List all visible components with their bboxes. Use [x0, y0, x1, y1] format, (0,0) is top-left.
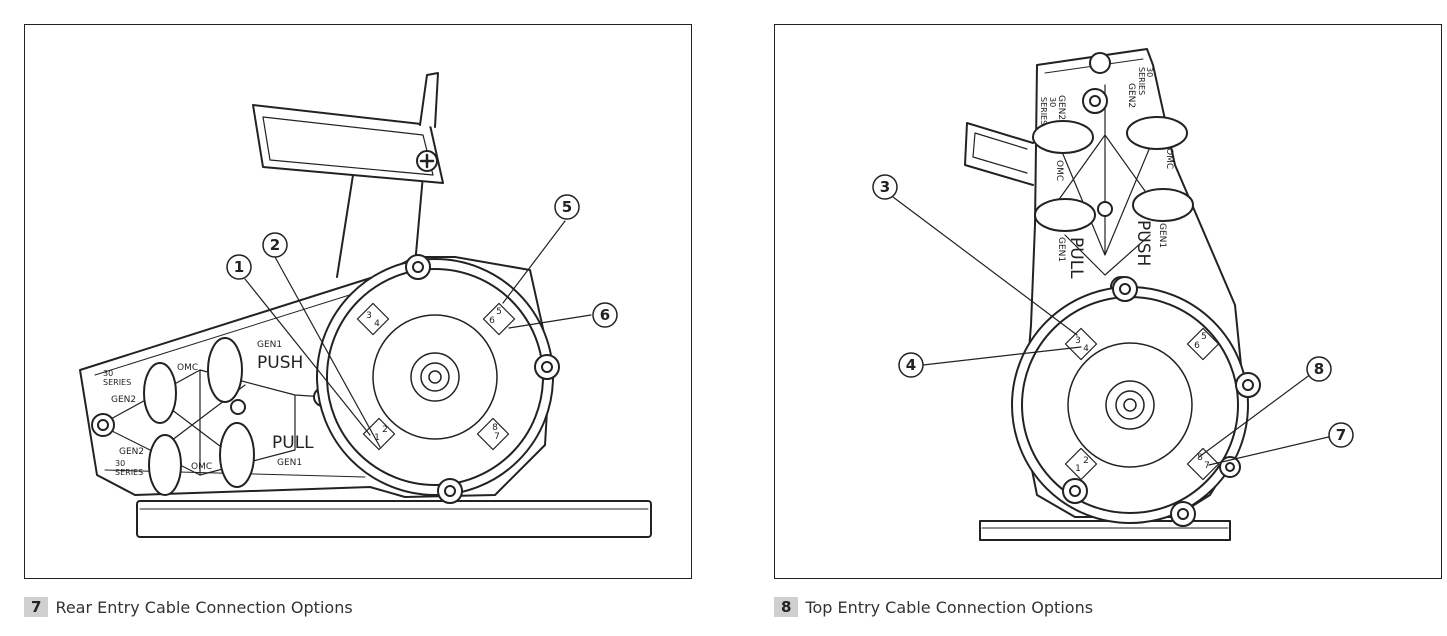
series-left-label: SERIES [1039, 97, 1048, 125]
port-5: 5 [1201, 332, 1207, 342]
rear-entry-diagram: 1 2 5 6 PUSH PULL GEN1 GEN1 GEN2 GEN2 OM… [79, 72, 652, 538]
figure-number: 7 [24, 597, 49, 617]
series30-top-label: 30 [103, 369, 113, 378]
port-3: 3 [1075, 336, 1081, 346]
callout-1: 1 [234, 258, 244, 276]
port-6: 6 [1194, 341, 1200, 351]
handle-grip [252, 104, 444, 184]
port-6: 6 [489, 316, 495, 326]
omc-left-label: OMC [1054, 160, 1064, 181]
port-2: 2 [382, 425, 388, 435]
cable-drum [1011, 286, 1249, 524]
gen2-right-label: GEN2 [1126, 83, 1136, 108]
figure-8-panel: 3 4 7 8 PULL PUSH GEN1 GEN1 GEN2 GEN2 OM… [774, 24, 1442, 579]
series-top-label: SERIES [103, 378, 131, 387]
port-2: 2 [1083, 456, 1089, 466]
port-4: 4 [1083, 344, 1089, 354]
handle-grip [964, 122, 1034, 186]
gen2-top-label: GEN2 [111, 395, 136, 405]
handle-arm [336, 174, 424, 278]
callout-6: 6 [600, 306, 610, 324]
callout-7: 7 [1336, 426, 1346, 444]
port-7: 7 [1204, 461, 1210, 471]
push-label: PUSH [1133, 220, 1153, 266]
gen2-bottom-label: GEN2 [119, 447, 144, 457]
port-1: 1 [374, 433, 380, 443]
figure-number: 8 [774, 597, 799, 617]
throttle-stem [419, 72, 439, 128]
port-7: 7 [494, 432, 500, 442]
gen1-right-label: GEN1 [1157, 223, 1167, 248]
figure-caption-text: Top Entry Cable Connection Options [805, 597, 1094, 617]
figure-7-caption: 7 Rear Entry Cable Connection Options [24, 596, 353, 618]
port-1: 1 [1075, 464, 1081, 474]
callout-8: 8 [1314, 360, 1324, 378]
figure-caption-text: Rear Entry Cable Connection Options [55, 597, 353, 617]
gen2-left-label: GEN2 [1056, 95, 1066, 120]
figure-7-panel: 1 2 5 6 PUSH PULL GEN1 GEN1 GEN2 GEN2 OM… [24, 24, 692, 579]
pull-label: PULL [1066, 237, 1086, 279]
port-3: 3 [366, 311, 372, 321]
series30-right-label: 30 [1145, 67, 1154, 77]
figure-8-caption: 8 Top Entry Cable Connection Options [774, 596, 1093, 618]
port-5: 5 [496, 307, 502, 317]
callout-4: 4 [906, 356, 916, 374]
gen1-left-label: GEN1 [1056, 237, 1066, 262]
series30-bottom-label: 30 [115, 459, 125, 468]
callout-3: 3 [880, 178, 890, 196]
gen1-bottom-label: GEN1 [277, 458, 302, 468]
cable-drum [316, 258, 554, 496]
series-bottom-label: SERIES [115, 468, 143, 477]
gen1-top-label: GEN1 [257, 340, 282, 350]
omc-bottom-label: OMC [191, 462, 212, 472]
omc-right-label: OMC [1164, 148, 1174, 169]
series30-left-label: 30 [1048, 97, 1057, 107]
port-4: 4 [374, 319, 380, 329]
port-8: 8 [492, 423, 498, 433]
top-entry-diagram: 3 4 7 8 PULL PUSH GEN1 GEN1 GEN2 GEN2 OM… [872, 48, 1354, 541]
callout-5: 5 [562, 198, 572, 216]
push-label: PUSH [257, 353, 303, 373]
series-right-label: SERIES [1137, 67, 1146, 95]
port-8: 8 [1197, 453, 1203, 463]
omc-top-label: OMC [177, 363, 198, 373]
pull-label: PULL [272, 433, 314, 453]
base-plate [979, 520, 1231, 541]
base-plate [136, 500, 652, 538]
callout-2: 2 [270, 236, 280, 254]
